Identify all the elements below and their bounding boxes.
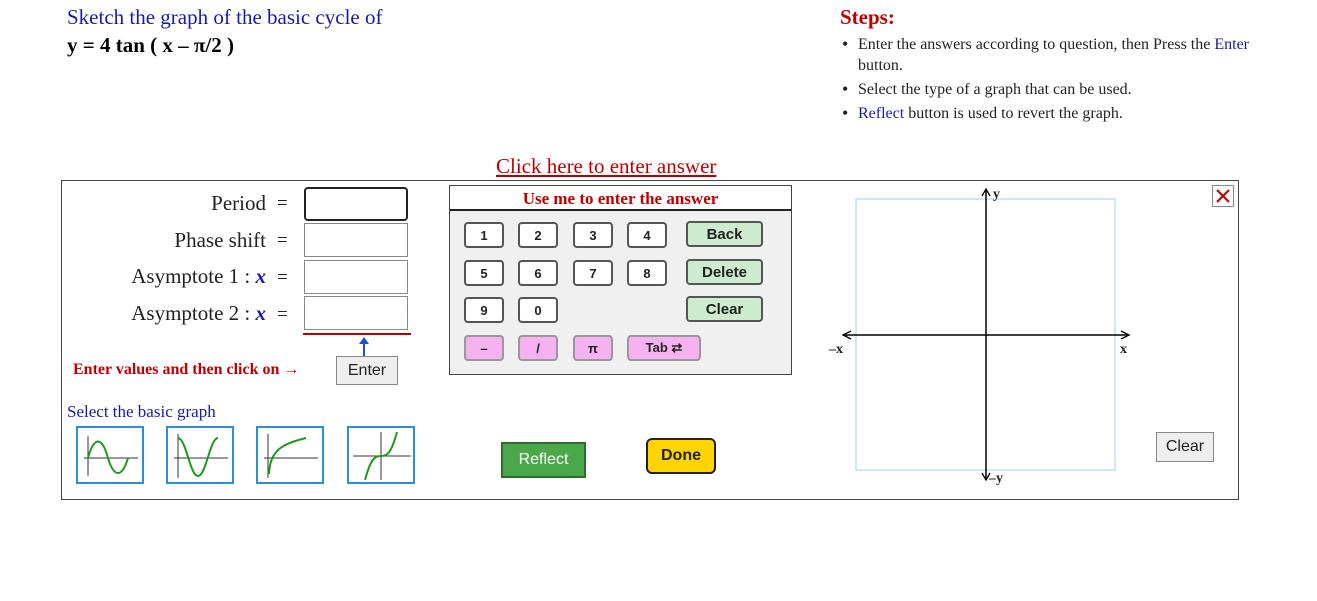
enter-answer-link[interactable]: Click here to enter answer	[496, 154, 717, 178]
enter-button[interactable]: Enter	[336, 356, 398, 385]
graph-clear-button[interactable]: Clear	[1156, 432, 1214, 462]
x-axis-label: x	[1120, 342, 1127, 357]
key-6[interactable]: 6	[518, 260, 558, 286]
step-item: Select the type of a graph that can be u…	[840, 79, 1260, 100]
key-slash[interactable]: /	[518, 335, 558, 361]
close-button[interactable]	[1212, 185, 1234, 207]
period-label: Period	[211, 191, 266, 215]
neg-x-axis-label: –x	[828, 342, 843, 357]
key-tab[interactable]: Tab ⇄	[627, 335, 701, 361]
key-minus[interactable]: –	[464, 335, 504, 361]
key-5[interactable]: 5	[464, 260, 504, 286]
steps-title: Steps:	[840, 5, 895, 29]
key-pi[interactable]: π	[573, 335, 613, 361]
asymptote1-label: Asymptote 1 : x	[131, 264, 266, 288]
phase-shift-field[interactable]	[304, 223, 408, 257]
key-1[interactable]: 1	[464, 222, 504, 248]
up-arrow-icon	[359, 337, 369, 357]
log-graph-icon	[264, 434, 318, 478]
key-7[interactable]: 7	[573, 260, 613, 286]
select-graph-label: Select the basic graph	[67, 402, 216, 421]
field-underline	[303, 333, 411, 335]
graph-canvas[interactable]: y –y x –x	[825, 184, 1145, 486]
x-axis-arrow-left	[841, 330, 852, 340]
cosine-graph-option[interactable]	[166, 426, 234, 484]
key-0[interactable]: 0	[518, 297, 558, 323]
key-8[interactable]: 8	[627, 260, 667, 286]
keypad: Use me to enter the answer 1 2 3 4 Back …	[449, 185, 792, 375]
close-icon	[1216, 189, 1230, 203]
asymptote2-field[interactable]	[304, 296, 408, 330]
reflect-button[interactable]: Reflect	[501, 442, 586, 478]
asymptote1-field[interactable]	[304, 260, 408, 294]
done-button[interactable]: Done	[646, 438, 716, 474]
asymptote2-label: Asymptote 2 : x	[131, 301, 266, 325]
step-item: Enter the answers according to question,…	[840, 34, 1260, 76]
steps-list: Enter the answers according to question,…	[840, 34, 1260, 127]
question-title: Sketch the graph of the basic cycle of	[67, 5, 383, 29]
period-field[interactable]	[304, 187, 408, 221]
keypad-clear-button[interactable]: Clear	[686, 296, 763, 322]
equals-sign: =	[277, 267, 288, 288]
key-3[interactable]: 3	[573, 222, 613, 248]
tangent-graph-icon	[353, 431, 411, 481]
key-9[interactable]: 9	[464, 297, 504, 323]
key-4[interactable]: 4	[627, 222, 667, 248]
question-equation: y = 4 tan ( x – π/2 )	[67, 33, 234, 57]
equals-sign: =	[277, 304, 288, 325]
enter-prompt: Enter values and then click on →	[73, 361, 300, 378]
answer-panel	[61, 180, 1239, 500]
sine-graph-option[interactable]	[76, 426, 144, 484]
step-item: Reflect button is used to revert the gra…	[840, 103, 1260, 124]
equals-sign: =	[277, 193, 288, 214]
sine-graph-icon	[84, 436, 138, 476]
y-axis-arrow-bottom	[981, 472, 991, 482]
phase-shift-label: Phase shift	[174, 228, 266, 252]
neg-y-axis-label: –y	[988, 471, 1003, 486]
cosine-graph-icon	[174, 434, 228, 478]
tangent-graph-option[interactable]	[347, 426, 415, 484]
equals-sign: =	[277, 230, 288, 251]
y-axis-arrow-top	[981, 187, 991, 197]
y-axis-label: y	[993, 187, 1000, 202]
log-graph-option[interactable]	[256, 426, 324, 484]
back-button[interactable]: Back	[686, 221, 763, 247]
keypad-header: Use me to enter the answer	[450, 186, 791, 211]
delete-button[interactable]: Delete	[686, 259, 763, 285]
x-axis-arrow-right	[1120, 330, 1131, 340]
key-2[interactable]: 2	[518, 222, 558, 248]
